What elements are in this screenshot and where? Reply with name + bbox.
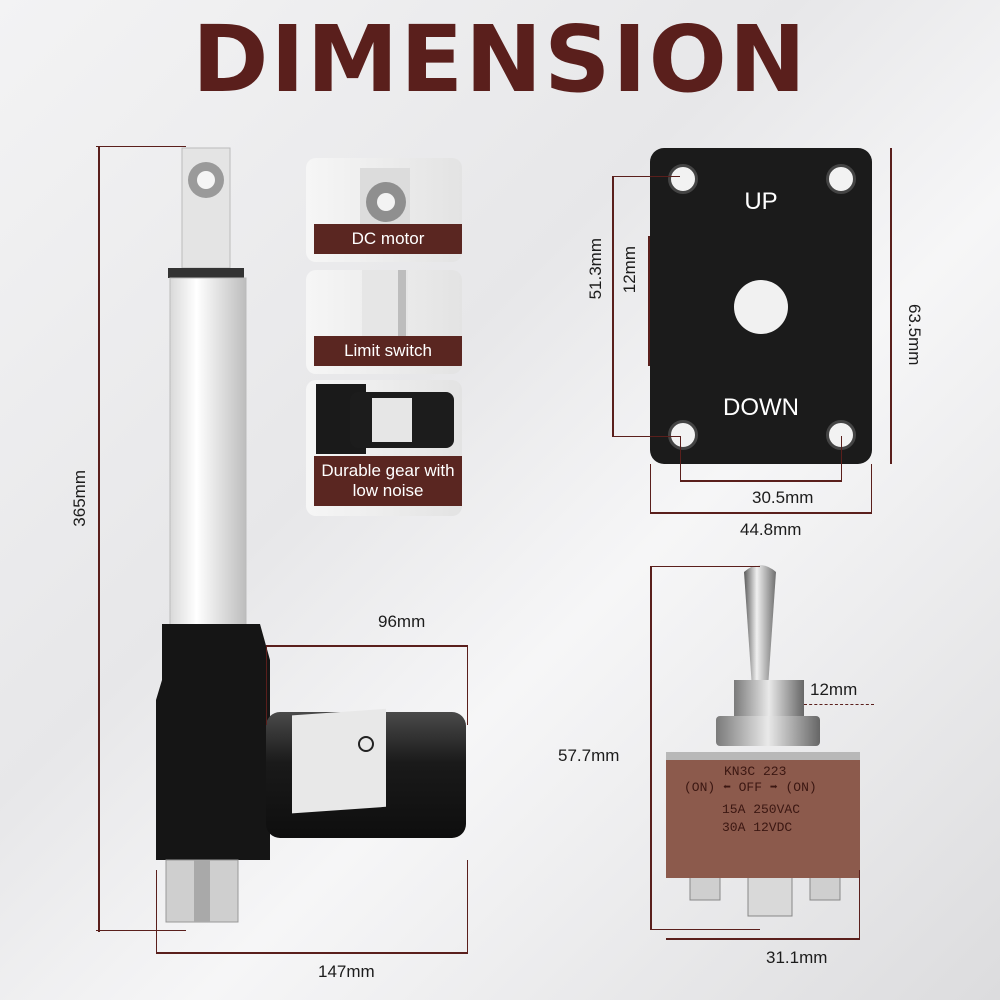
thread-diameter-label: 12mm bbox=[810, 680, 858, 699]
mount-hole bbox=[826, 164, 856, 194]
hole-spacing-horizontal-label: 30.5mm bbox=[752, 488, 814, 507]
switch-rating-2: 30A 12VDC bbox=[722, 820, 793, 835]
actuator-width-label: 96mm bbox=[378, 612, 426, 631]
toggle-height-label: 57.7mm bbox=[558, 746, 620, 765]
toggle-switch-body: KN3C 223 (ON) ⬅ OFF ➡ (ON) 15A 250VAC 30… bbox=[666, 752, 860, 878]
linear-actuator-image bbox=[156, 147, 466, 923]
feature-card-dc-motor: DC motor bbox=[306, 158, 462, 262]
switch-model: KN3C 223 bbox=[724, 764, 787, 779]
gear-motor-image bbox=[316, 384, 454, 454]
switch-plate: UP DOWN bbox=[650, 148, 872, 464]
plate-height-label: 63.5mm bbox=[905, 304, 924, 366]
toggle-width-label: 31.1mm bbox=[766, 948, 828, 967]
feature-card-limit-switch: Limit switch bbox=[306, 270, 462, 374]
up-label: UP bbox=[744, 188, 778, 215]
actuator-length-label: 365mm bbox=[70, 470, 89, 527]
switch-positions: (ON) ⬅ OFF ➡ (ON) bbox=[684, 780, 817, 795]
hole-diameter-label: 12mm bbox=[620, 246, 639, 294]
center-hole bbox=[734, 280, 788, 334]
feature-caption: Limit switch bbox=[314, 336, 462, 366]
actuator-base-width-label: 147mm bbox=[318, 962, 375, 981]
feature-caption: Durable gear with low noise bbox=[314, 456, 462, 506]
mount-hole bbox=[668, 164, 698, 194]
hole-spacing-vertical-label: 51.3mm bbox=[586, 238, 605, 300]
plate-width-label: 44.8mm bbox=[740, 520, 802, 539]
feature-caption: DC motor bbox=[314, 224, 462, 254]
down-label: DOWN bbox=[723, 394, 799, 421]
switch-rating-1: 15A 250VAC bbox=[722, 802, 801, 817]
mount-hole bbox=[668, 420, 698, 450]
feature-card-gear: Durable gear with low noise bbox=[306, 380, 462, 516]
page-title: DIMENSION bbox=[192, 6, 808, 113]
